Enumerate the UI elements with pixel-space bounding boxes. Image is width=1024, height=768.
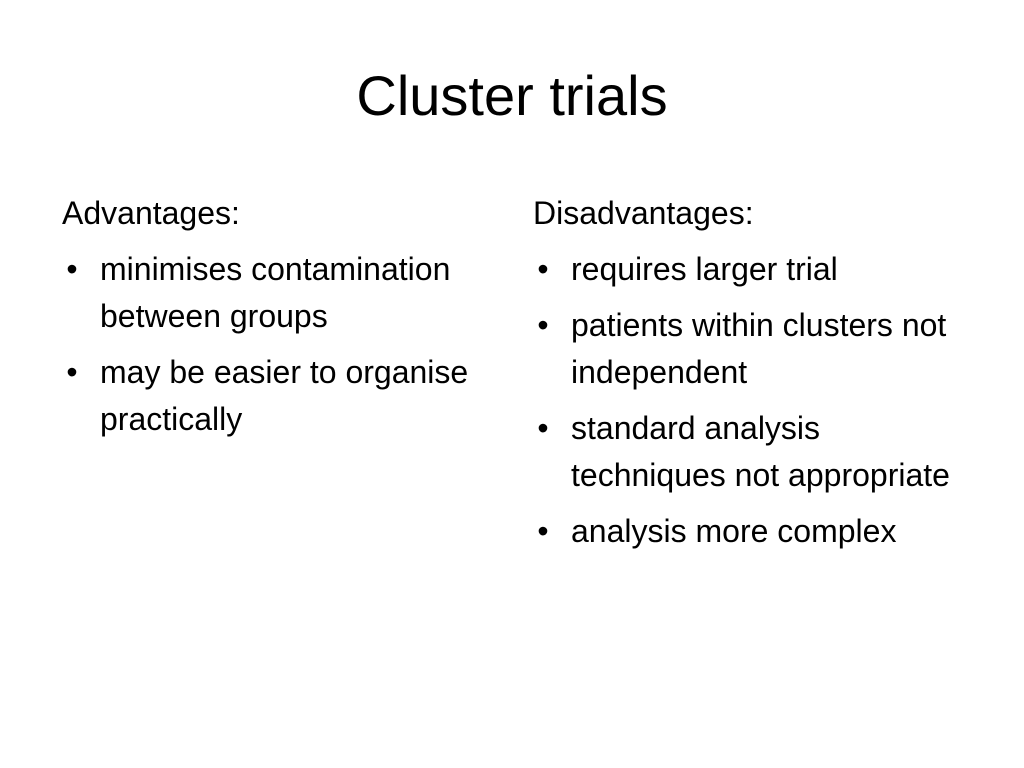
bullet-icon: •: [537, 251, 549, 287]
advantages-column: Advantages: • minimises contamination be…: [62, 190, 482, 452]
bullet-icon: •: [66, 354, 78, 390]
advantages-heading: Advantages:: [62, 195, 240, 231]
bullet-icon: •: [537, 410, 549, 446]
list-item: • standard analysis techniques not appro…: [533, 405, 973, 499]
disadvantages-list: • requires larger trial • patients withi…: [533, 246, 973, 555]
disadvantage-text: analysis more complex: [571, 513, 897, 549]
list-item: • patients within clusters not independe…: [533, 302, 973, 396]
bullet-icon: •: [537, 513, 549, 549]
disadvantages-heading: Disadvantages:: [533, 195, 754, 231]
list-item: • minimises contamination between groups: [62, 246, 482, 340]
disadvantage-text: patients within clusters not independent: [571, 307, 947, 390]
disadvantage-text: requires larger trial: [571, 251, 838, 287]
disadvantages-column: Disadvantages: • requires larger trial •…: [533, 190, 973, 564]
advantages-list: • minimises contamination between groups…: [62, 246, 482, 443]
advantage-text: minimises contamination between groups: [100, 251, 451, 334]
disadvantage-text: standard analysis techniques not appropr…: [571, 410, 950, 493]
list-item: • may be easier to organise practically: [62, 349, 482, 443]
bullet-icon: •: [66, 251, 78, 287]
list-item: • analysis more complex: [533, 508, 973, 555]
slide-title: Cluster trials: [356, 64, 668, 127]
list-item: • requires larger trial: [533, 246, 973, 293]
bullet-icon: •: [537, 307, 549, 343]
advantage-text: may be easier to organise practically: [100, 354, 469, 437]
